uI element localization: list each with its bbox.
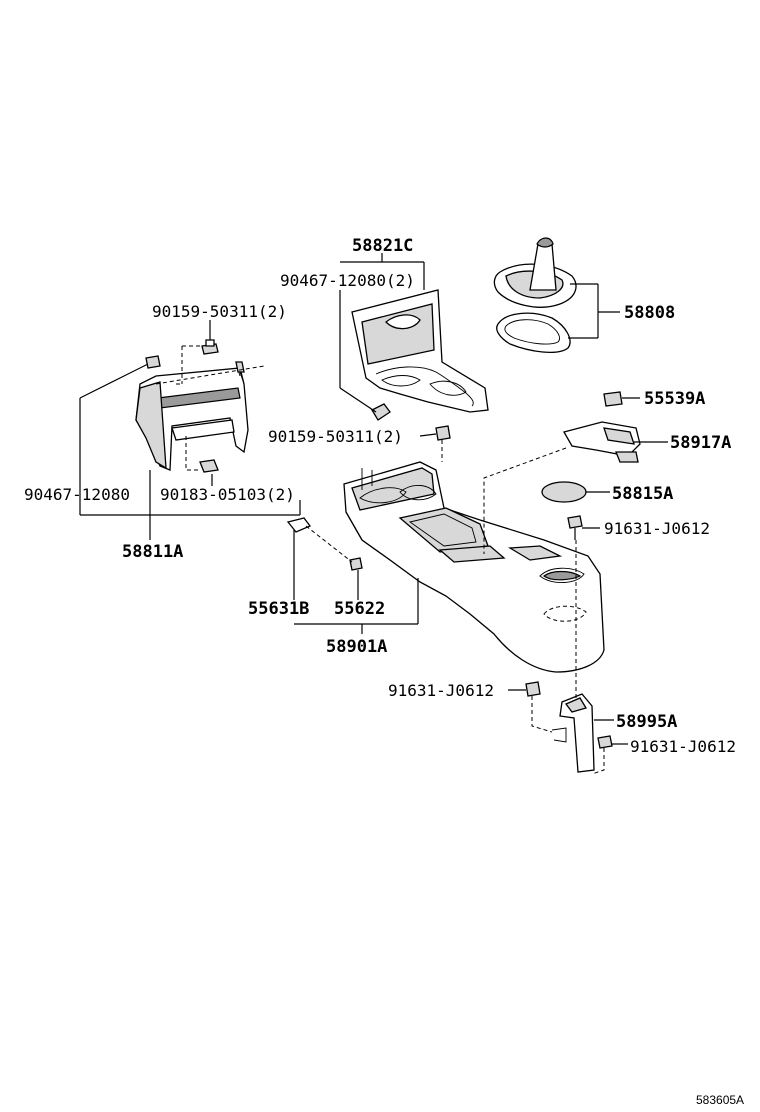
- clip-55539A: [603, 391, 623, 407]
- label-90159-50311-left: 90159-50311(2): [152, 302, 287, 321]
- label-58901A: 58901A: [326, 637, 387, 657]
- clip-55631B: [286, 517, 312, 533]
- label-90159-50311-mid: 90159-50311(2): [268, 427, 403, 446]
- mat-58815A: [541, 481, 587, 503]
- label-91631-J0612-low: 91631-J0612: [630, 737, 736, 756]
- shift-ring: [496, 312, 571, 354]
- bolt-91631-low: [597, 735, 613, 749]
- nut-55622: [349, 557, 363, 571]
- bolt-91631-mid: [525, 681, 541, 697]
- bracket-58995A: [551, 693, 595, 773]
- label-91631-J0612-top: 91631-J0612: [604, 519, 710, 538]
- screw-90159-mid: [435, 425, 451, 441]
- label-58815A: 58815A: [612, 484, 673, 504]
- cup-holder-tray: [351, 289, 489, 413]
- label-58811A: 58811A: [122, 542, 183, 562]
- side-panel-58811A: [135, 361, 249, 471]
- diagram-code: 583605A: [696, 1093, 744, 1107]
- leader-lines: [79, 253, 668, 775]
- label-58821C: 58821C: [352, 236, 413, 256]
- label-55622: 55622: [334, 599, 385, 619]
- label-90467-12080-left: 90467-12080: [24, 485, 130, 504]
- console-box-58901A: [343, 461, 605, 673]
- label-91631-J0612-mid: 91631-J0612: [388, 681, 494, 700]
- label-90183-05103: 90183-05103(2): [160, 485, 295, 504]
- bolt-91631-top: [567, 515, 583, 540]
- label-58995A: 58995A: [616, 712, 677, 732]
- clip-90159-tray: [371, 403, 391, 421]
- plate-58917A: [563, 421, 641, 463]
- label-58808: 58808: [624, 303, 675, 323]
- nut-90183: [199, 459, 219, 473]
- label-55631B: 55631B: [248, 599, 309, 619]
- label-55539A: 55539A: [644, 389, 705, 409]
- label-58917A: 58917A: [670, 433, 731, 453]
- clip-90467-left: [145, 355, 161, 369]
- label-90467-12080-2: 90467-12080(2): [280, 271, 415, 290]
- shift-boot: [493, 237, 577, 308]
- screw-90159-left: [201, 339, 219, 355]
